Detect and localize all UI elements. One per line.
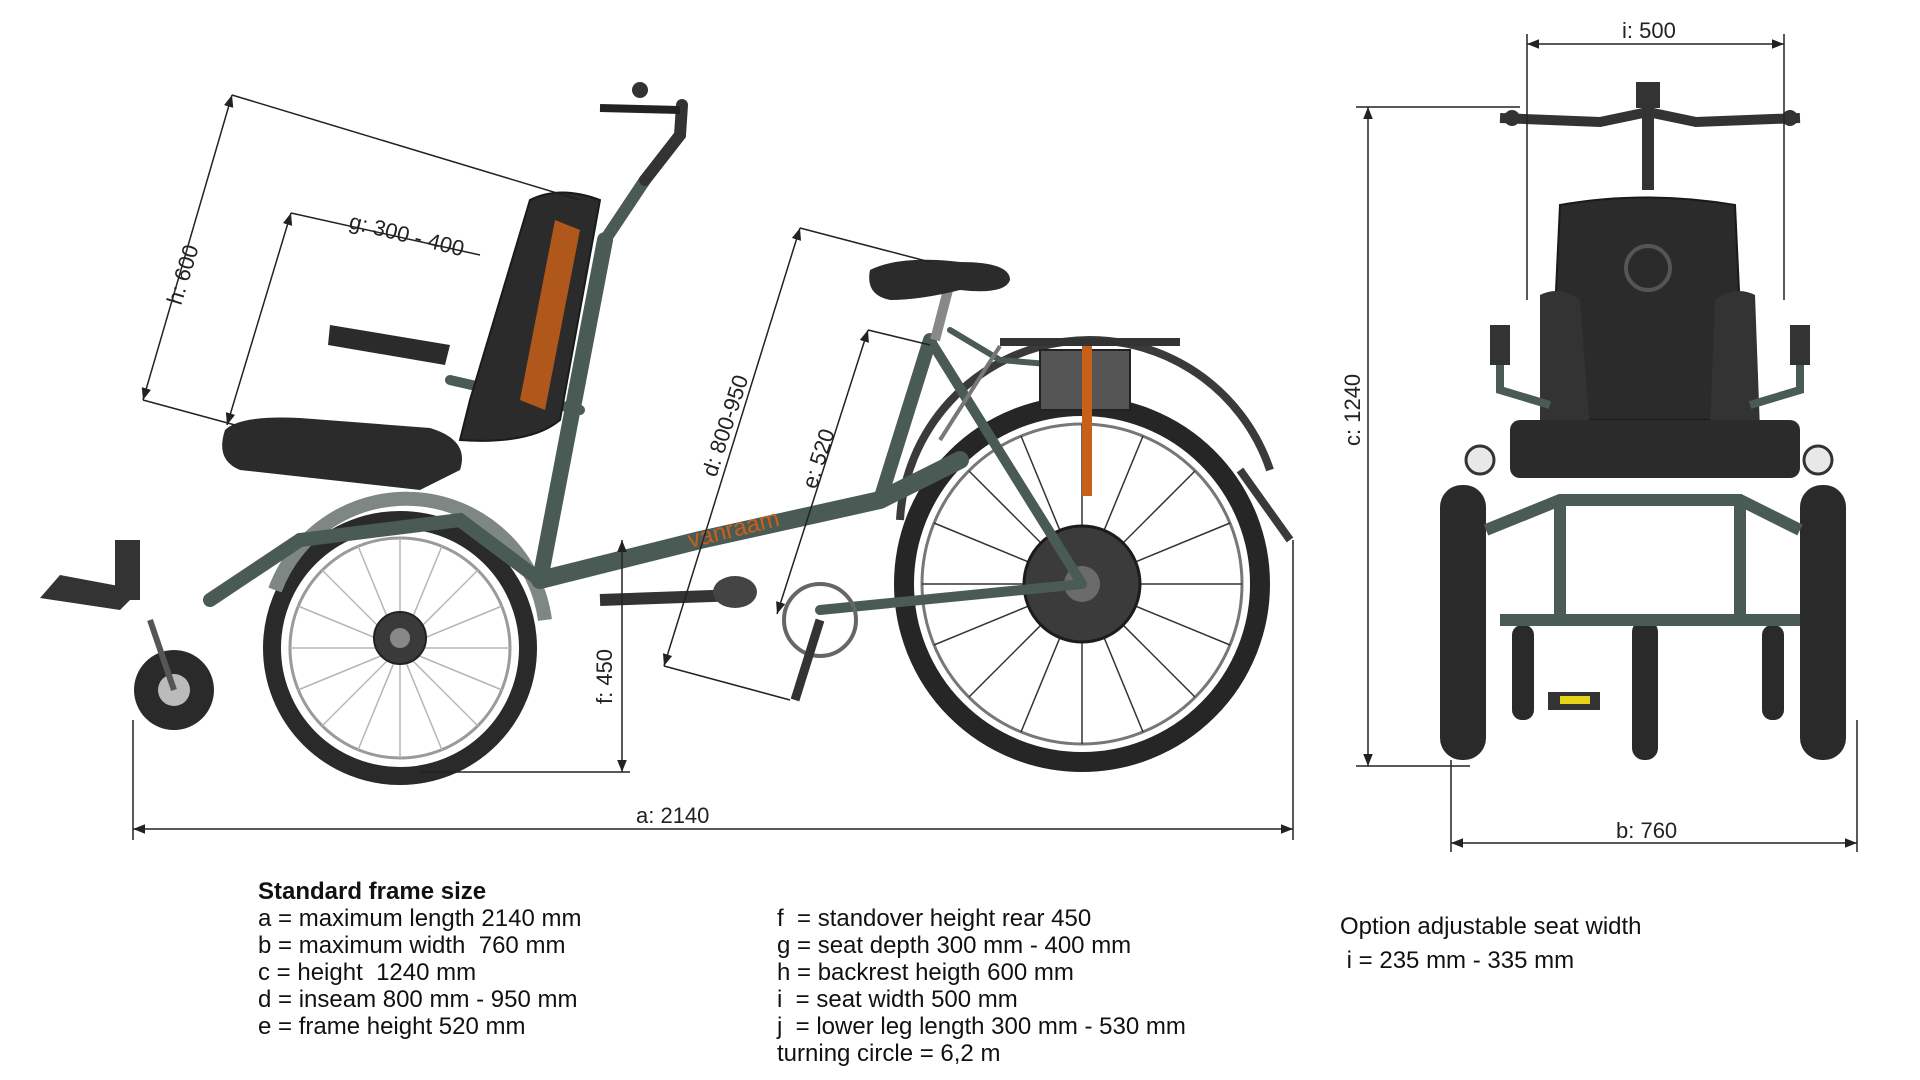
notes-middle-line: h = backrest heigth 600 mm <box>777 959 1074 986</box>
notes-left-line: b = maximum width 760 mm <box>258 932 566 959</box>
notes-left-line: c = height 1240 mm <box>258 959 477 986</box>
crank <box>599 576 858 702</box>
notes-middle-line: i = seat width 500 mm <box>777 986 1018 1013</box>
dim-d-line <box>662 227 802 667</box>
handlebar <box>599 82 688 186</box>
notes-right-line: i = 235 mm - 335 mm <box>1340 947 1575 974</box>
dim-d-label: d: 800-950 <box>697 372 753 480</box>
notes-left-line: e = frame height 520 mm <box>258 1013 526 1040</box>
notes-middle-line: g = seat depth 300 mm - 400 mm <box>777 932 1132 959</box>
notes-middle-line: j = lower leg length 300 mm - 530 mm <box>777 1013 1186 1040</box>
notes-left-line: d = inseam 800 mm - 950 mm <box>258 986 578 1013</box>
wheelchair-seat <box>222 191 602 490</box>
dimension-lines <box>132 34 1858 852</box>
front-view-handlebar <box>1499 82 1801 190</box>
dim-h-label: h: 600 <box>162 242 204 308</box>
notes-middle: f = standover height rear 450 g = seat d… <box>777 905 1186 1067</box>
front-wheel <box>263 491 552 785</box>
front-view-wheels <box>1440 485 1846 760</box>
front-view-seat <box>1510 196 1800 478</box>
notes-middle-line: turning circle = 6,2 m <box>777 1040 1001 1067</box>
dim-c-label: c: 1240 <box>1340 374 1365 446</box>
dim-g-label: g: 300 - 400 <box>347 209 467 262</box>
front-view-armrests <box>1464 325 1834 476</box>
notes-seat-width-option: Option adjustable seat width i = 235 mm … <box>1340 910 1642 978</box>
dim-b-label: b: 760 <box>1616 818 1677 843</box>
caster-wheel <box>134 619 214 730</box>
dim-g-line <box>225 212 293 426</box>
notes-middle-line: f = standover height rear 450 <box>777 905 1092 932</box>
notes-left-line: a = maximum length 2140 mm <box>258 905 582 932</box>
front-view <box>1440 82 1846 760</box>
notes-left-title: Standard frame size <box>258 878 487 905</box>
footrest <box>40 540 140 610</box>
dim-f-label: f: 450 <box>592 649 617 704</box>
front-view-chassis <box>1483 494 1803 626</box>
dim-h-line <box>141 94 234 401</box>
side-view: vanraam <box>40 82 1294 785</box>
notes-right-title: Option adjustable seat width <box>1340 913 1642 940</box>
rear-rack <box>938 338 1180 496</box>
brand-label: vanraam <box>685 505 782 554</box>
dim-e-label: e: 520 <box>797 426 840 492</box>
dim-a-label: a: 2140 <box>636 803 709 828</box>
dim-i-label: i: 500 <box>1622 18 1676 43</box>
notes-standard-frame: Standard frame size a = maximum length 2… <box>258 878 581 1040</box>
dim-e-line <box>776 329 869 615</box>
saddle <box>869 259 1010 342</box>
frame <box>203 174 1123 615</box>
